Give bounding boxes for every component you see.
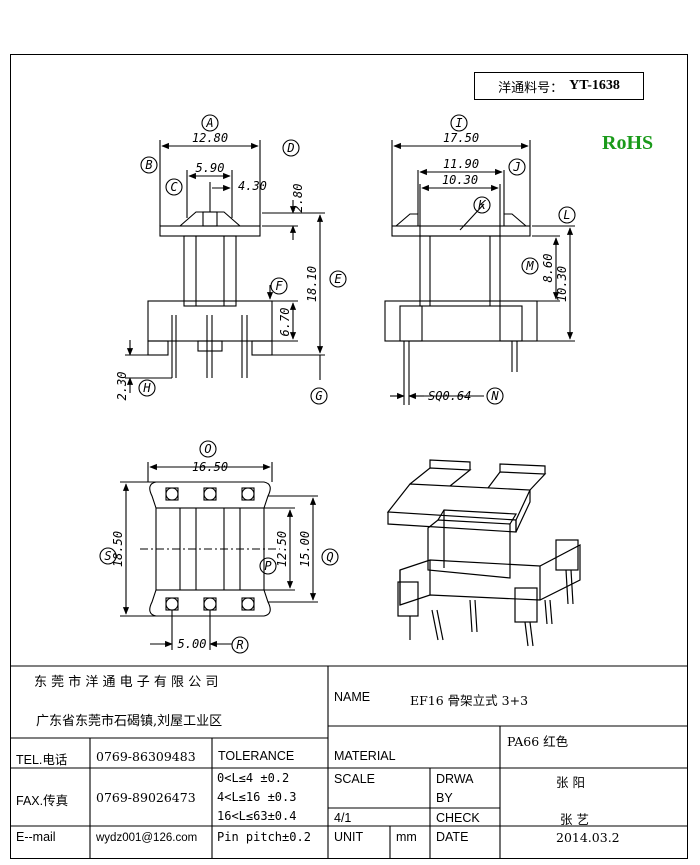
label-circle-i: [450, 114, 468, 132]
isometric-view: [386, 459, 581, 647]
label-circle-m: [521, 257, 539, 275]
label-q: Q: [326, 550, 333, 564]
label-l: L: [563, 208, 570, 222]
label-m: M: [525, 259, 534, 273]
scale-value: 4/1: [334, 811, 352, 825]
title-block-grid: [10, 665, 688, 859]
label-circle-g: [310, 387, 328, 405]
label-g: G: [315, 389, 322, 403]
bottom-view: [99, 440, 339, 654]
dim-i: 17.50: [443, 131, 479, 145]
tolerance-4: Pin pitch±0.2: [217, 830, 311, 844]
tolerance-label: TOLERANCE: [218, 749, 295, 763]
dim-n: SQ0.64: [428, 389, 471, 403]
label-c: C: [170, 180, 178, 194]
label-p: P: [264, 559, 272, 573]
label-circle-b: [140, 156, 158, 174]
label-j: J: [512, 160, 520, 174]
label-circle-c: [165, 178, 183, 196]
email-label: E--mail: [16, 830, 56, 844]
dim-s: 18.50: [111, 531, 125, 567]
dim-j: 11.90: [443, 157, 479, 171]
label-o: O: [204, 442, 211, 456]
label-circle-l: [558, 206, 576, 224]
side-view: [384, 114, 576, 405]
unit-value: mm: [396, 830, 417, 844]
dim-a: 12.80: [192, 131, 228, 145]
dim-d: 2.80: [291, 184, 305, 213]
tolerance-2: 4<L≤16 ±0.3: [217, 790, 297, 804]
name-label: NAME: [334, 690, 371, 704]
dim-e: 18.10: [305, 266, 319, 302]
label-h: H: [142, 381, 151, 395]
company-address: 广东省东莞市石碣镇,刘屋工业区: [36, 714, 223, 729]
scale-label: SCALE: [334, 772, 375, 786]
label-r: R: [236, 638, 243, 652]
dim-f: 6.70: [278, 308, 292, 337]
label-circle-o: [199, 440, 217, 458]
dim-l: 10.30: [555, 266, 569, 302]
dim-o: 16.50: [192, 460, 228, 474]
date-label: DATE: [436, 830, 469, 844]
label-d: D: [286, 141, 294, 155]
email-value: wydz001@126.com: [96, 832, 198, 844]
label-n: N: [490, 389, 499, 403]
label-circle-k: [473, 196, 491, 214]
tel-label: TEL.电话: [16, 753, 68, 767]
dim-m: 8.60: [541, 254, 555, 283]
label-circle-f: [270, 277, 288, 295]
dim-q: 15.00: [298, 531, 312, 567]
label-circle-n: [486, 387, 504, 405]
label-b: B: [145, 158, 152, 172]
label-a: A: [205, 116, 213, 130]
label-i: I: [455, 116, 462, 130]
dim-h: 2.30: [115, 372, 129, 401]
label-circle-r: [231, 636, 249, 654]
part-number-value: YT-1638: [569, 78, 620, 93]
label-s: S: [104, 549, 111, 563]
label-circle-s: [99, 547, 117, 565]
label-circle-p: [259, 557, 277, 575]
check-label: CHECK: [436, 811, 480, 825]
dim-r: 5.00: [178, 637, 207, 651]
front-view: [125, 114, 347, 405]
date-value: 2014.03.2: [556, 830, 620, 845]
label-circle-j: [508, 158, 526, 176]
tel-value: 0769-86309483: [96, 749, 196, 764]
label-circle-h: [138, 379, 156, 397]
by-label: BY: [436, 791, 453, 805]
fax-label: FAX.传真: [16, 794, 69, 808]
unit-label: UNIT: [334, 830, 364, 844]
part-number-label: 洋通料号：: [498, 80, 564, 96]
checked-by: 张 艺: [560, 812, 589, 827]
drawing-frame: [10, 54, 688, 859]
material-value: PA66 红色: [507, 734, 569, 749]
tolerance-1: 0<L≤4 ±0.2: [217, 771, 290, 785]
dim-c2: 4.30: [238, 179, 267, 193]
label-circle-d: [282, 139, 300, 157]
label-circle-q: [321, 548, 339, 566]
label-circle-e: [329, 270, 347, 288]
dim-p: 12.50: [275, 531, 289, 567]
rohs-mark: RoHS: [602, 132, 654, 154]
part-number-box: 洋通料号： YT-1638: [474, 72, 644, 100]
dim-c: 5.90: [196, 161, 225, 175]
label-e: E: [334, 272, 342, 286]
name-value: EF16 骨架立式 3+3: [410, 693, 529, 708]
tolerance-3: 16<L≤63±0.4: [217, 809, 297, 823]
label-circle-a: [201, 114, 219, 132]
drawn-by: 张 阳: [556, 775, 585, 790]
label-f: F: [275, 279, 283, 293]
fax-value: 0769-89026473: [96, 790, 196, 805]
company-name: 东 莞 市 洋 通 电 子 有 限 公 司: [34, 675, 219, 690]
drwa-label: DRWA: [436, 772, 474, 786]
label-k: K: [477, 198, 486, 212]
material-label: MATERIAL: [334, 749, 396, 763]
dim-k: 10.30: [442, 173, 478, 187]
